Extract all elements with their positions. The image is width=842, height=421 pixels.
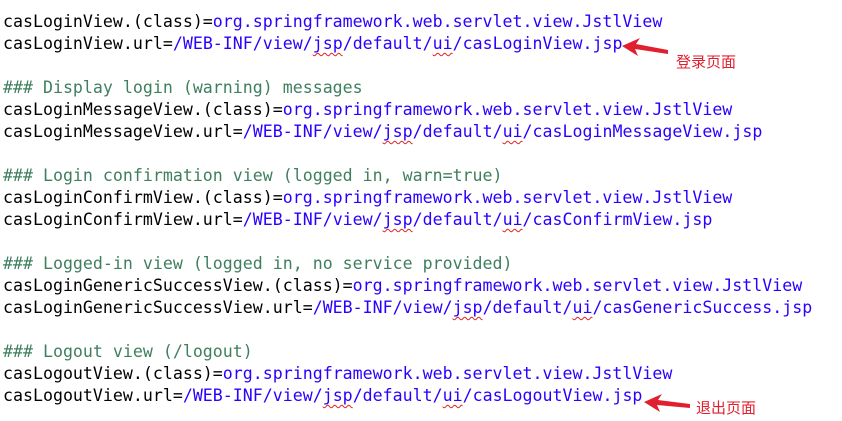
property-key: casLoginView.url= bbox=[3, 34, 173, 53]
code-line-13: casLoginGenericSuccessView.(class)=org.s… bbox=[3, 275, 839, 297]
properties-editor[interactable]: casLoginView.(class)=org.springframework… bbox=[3, 11, 839, 407]
property-key: casLoginMessageView.(class)= bbox=[3, 100, 283, 119]
code-line-1: casLoginView.(class)=org.springframework… bbox=[3, 11, 839, 33]
property-key: casLogoutView.(class)= bbox=[3, 364, 223, 383]
code-line-9: casLoginConfirmView.(class)=org.springfr… bbox=[3, 187, 839, 209]
property-value: /WEB-INF/view/jsp/default/ui/casLoginMes… bbox=[242, 122, 763, 141]
spellcheck-flagged-word: ui bbox=[432, 34, 453, 53]
spellcheck-flagged-word: jsp bbox=[452, 298, 483, 317]
property-key: casLoginView.(class)= bbox=[3, 12, 213, 31]
spellcheck-flagged-word: jsp bbox=[382, 210, 413, 229]
logout-page-annotation: 退出页面 bbox=[696, 399, 757, 417]
arrow-left-icon bbox=[644, 394, 690, 412]
code-line-17: casLogoutView.(class)=org.springframewor… bbox=[3, 363, 839, 385]
code-line-2: casLoginView.url=/WEB-INF/view/jsp/defau… bbox=[3, 33, 839, 55]
property-value: /WEB-INF/view/jsp/default/ui/casLoginVie… bbox=[172, 34, 623, 53]
code-comment: ### Logged-in view (logged in, no servic… bbox=[3, 254, 513, 273]
property-key: casLoginGenericSuccessView.url= bbox=[3, 298, 313, 317]
property-value: org.springframework.web.servlet.view.Jst… bbox=[282, 100, 733, 119]
code-comment: ### Logout view (/logout) bbox=[3, 342, 253, 361]
blank-line bbox=[3, 143, 839, 165]
code-line-6: casLoginMessageView.url=/WEB-INF/view/js… bbox=[3, 121, 839, 143]
blank-line bbox=[3, 231, 839, 253]
property-value: org.springframework.web.servlet.view.Jst… bbox=[282, 188, 733, 207]
code-line-18: casLogoutView.url=/WEB-INF/view/jsp/defa… bbox=[3, 385, 839, 407]
spellcheck-flagged-word: ui bbox=[442, 386, 463, 405]
code-line-10: casLoginConfirmView.url=/WEB-INF/view/js… bbox=[3, 209, 839, 231]
login-page-annotation: 登录页面 bbox=[676, 53, 737, 71]
code-line-14: casLoginGenericSuccessView.url=/WEB-INF/… bbox=[3, 297, 839, 319]
spellcheck-flagged-word: jsp bbox=[382, 122, 413, 141]
blank-line bbox=[3, 319, 839, 341]
code-comment: ### Login confirmation view (logged in, … bbox=[3, 166, 503, 185]
code-comment: ### Display login (warning) messages bbox=[3, 78, 363, 97]
spellcheck-flagged-word: ui bbox=[572, 298, 593, 317]
property-value: org.springframework.web.servlet.view.Jst… bbox=[212, 12, 663, 31]
code-line-5: casLoginMessageView.(class)=org.springfr… bbox=[3, 99, 839, 121]
arrow-left-icon bbox=[622, 38, 668, 56]
property-key: casLoginMessageView.url= bbox=[3, 122, 243, 141]
spellcheck-flagged-word: ui bbox=[502, 210, 523, 229]
property-value: /WEB-INF/view/jsp/default/ui/casConfirmV… bbox=[242, 210, 713, 229]
property-key: casLoginGenericSuccessView.(class)= bbox=[3, 276, 353, 295]
property-value: org.springframework.web.servlet.view.Jst… bbox=[352, 276, 803, 295]
spellcheck-flagged-word: jsp bbox=[322, 386, 353, 405]
property-value: /WEB-INF/view/jsp/default/ui/casLogoutVi… bbox=[182, 386, 643, 405]
property-key: casLoginConfirmView.(class)= bbox=[3, 188, 283, 207]
spellcheck-flagged-word: ui bbox=[502, 122, 523, 141]
property-key: casLoginConfirmView.url= bbox=[3, 210, 243, 229]
spellcheck-flagged-word: jsp bbox=[312, 34, 343, 53]
property-value: /WEB-INF/view/jsp/default/ui/casGenericS… bbox=[312, 298, 813, 317]
property-key: casLogoutView.url= bbox=[3, 386, 183, 405]
property-value: org.springframework.web.servlet.view.Jst… bbox=[222, 364, 673, 383]
